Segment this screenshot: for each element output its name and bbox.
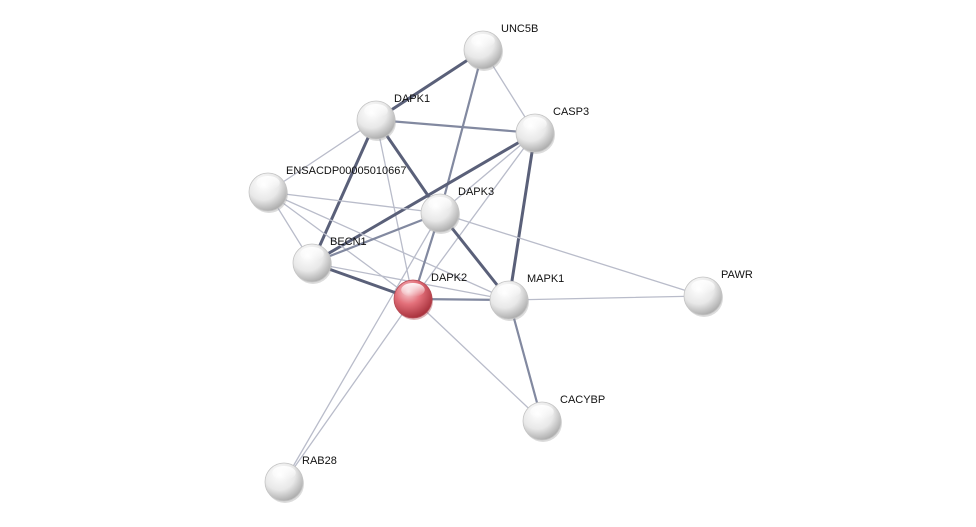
- nodes-layer: UNC5B DAPK1CASP3ENSACDP00005010667DAPK3BE…: [248, 23, 753, 503]
- edge-ensacdp00005010667-dapk3[interactable]: [267, 191, 441, 214]
- node-casp3[interactable]: CASP3: [515, 106, 589, 154]
- node-label-unc5b: UNC5B: [501, 23, 538, 35]
- node-highlight: [401, 283, 425, 297]
- node-highlight: [428, 197, 452, 211]
- node-label-dapk2: DAPK2: [431, 272, 467, 284]
- edge-casp3-mapk1[interactable]: [507, 131, 537, 302]
- edge-dapk1-becn1[interactable]: [310, 118, 378, 265]
- node-highlight: [471, 34, 495, 48]
- edge-dapk3-rab28[interactable]: [283, 212, 441, 483]
- edge-dapk2-cacybp[interactable]: [412, 298, 543, 422]
- node-highlight: [272, 466, 296, 480]
- node-label-dapk3: DAPK3: [458, 186, 494, 198]
- node-highlight: [300, 247, 324, 261]
- edges-layer: [267, 48, 704, 483]
- edge-dapk3-becn1[interactable]: [310, 211, 442, 265]
- node-highlight: [497, 284, 521, 298]
- edge-dapk1-ensacdp00005010667[interactable]: [267, 119, 377, 193]
- node-dapk2[interactable]: DAPK2: [393, 272, 467, 320]
- edge-ensacdp00005010667-mapk1[interactable]: [267, 191, 510, 301]
- node-becn1[interactable]: BECN1: [292, 236, 367, 284]
- node-label-dapk1: DAPK1: [394, 93, 430, 105]
- edge-casp3-dapk3[interactable]: [439, 132, 536, 214]
- node-label-becn1: BECN1: [330, 236, 367, 248]
- edge-dapk3-pawr[interactable]: [439, 212, 704, 297]
- node-highlight: [256, 176, 280, 190]
- node-highlight: [364, 104, 388, 118]
- edge-dapk1-unc5b[interactable]: [374, 48, 485, 122]
- node-label-cacybp: CACYBP: [560, 394, 605, 406]
- node-dapk1[interactable]: DAPK1: [356, 93, 430, 141]
- node-highlight: [523, 117, 547, 131]
- edge-dapk1-casp3[interactable]: [374, 118, 537, 135]
- node-label-casp3: CASP3: [553, 106, 589, 118]
- node-mapk1[interactable]: MAPK1: [489, 273, 564, 321]
- edge-casp3-dapk2[interactable]: [412, 132, 536, 300]
- edge-casp3-becn1[interactable]: [310, 131, 537, 265]
- edge-ensacdp00005010667-dapk2[interactable]: [267, 191, 414, 300]
- node-ensacdp00005010667[interactable]: ENSACDP00005010667: [248, 165, 406, 213]
- edge-dapk2-rab28[interactable]: [283, 298, 414, 483]
- node-dapk3[interactable]: DAPK3: [420, 186, 494, 234]
- node-highlight: [691, 280, 715, 294]
- node-label-rab28: RAB28: [302, 455, 337, 467]
- edge-mapk1-cacybp[interactable]: [507, 298, 544, 423]
- node-label-mapk1: MAPK1: [527, 273, 564, 285]
- edge-mapk1-pawr[interactable]: [508, 295, 704, 301]
- node-pawr[interactable]: PAWR: [683, 269, 753, 317]
- node-cacybp[interactable]: CACYBP: [522, 394, 605, 442]
- node-label-ensacdp00005010667: ENSACDP00005010667: [286, 165, 406, 177]
- node-highlight: [530, 405, 554, 419]
- node-unc5b[interactable]: UNC5B: [463, 23, 538, 71]
- node-label-pawr: PAWR: [721, 269, 753, 281]
- node-rab28[interactable]: RAB28: [264, 455, 337, 503]
